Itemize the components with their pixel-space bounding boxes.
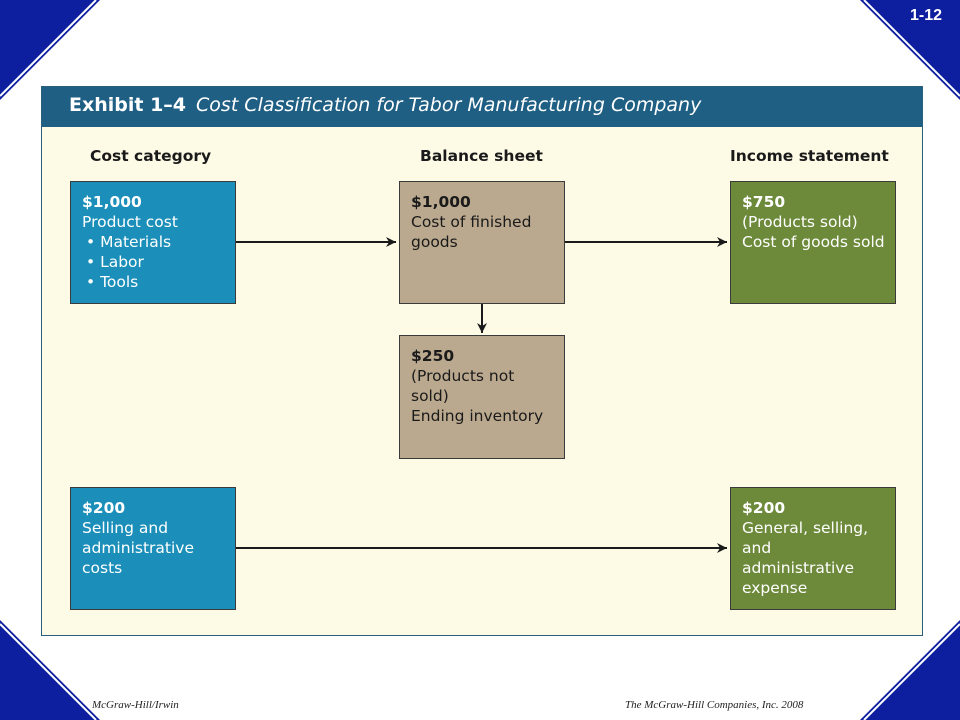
exhibit-header: Exhibit 1–4 Cost Classification for Tabor…: [42, 87, 922, 127]
selling-admin-expense-line: General, selling,: [742, 519, 869, 537]
ending-inventory-line: Ending inventory: [411, 407, 544, 425]
finished-goods-line: goods: [411, 233, 458, 251]
product-cost-line: • Tools: [86, 273, 139, 291]
product-cost-line: • Labor: [86, 253, 144, 271]
box-selling-admin-expense: $200 General, selling, and administrativ…: [730, 487, 896, 610]
product-cost-line: • Materials: [86, 233, 172, 251]
corner-decoration-bottom-left: [0, 620, 100, 720]
selling-admin-expense-line: expense: [742, 579, 808, 597]
finished-goods-amount: $1,000: [411, 193, 471, 211]
box-ending-inventory: $250 (Products not sold) Ending inventor…: [399, 335, 565, 459]
box-finished-goods: $1,000 Cost of finished goods: [399, 181, 565, 304]
selling-admin-expense-line: and administrative: [742, 539, 854, 577]
selling-admin-costs-line: Selling and: [82, 519, 169, 537]
footer-copyright-right: The McGraw-Hill Companies, Inc. 2008: [625, 699, 804, 711]
selling-admin-costs-line: administrative: [82, 539, 194, 557]
selling-admin-expense-amount: $200: [742, 499, 786, 517]
corner-decoration-top-left: [0, 0, 100, 100]
box-selling-admin-costs: $200 Selling and administrative costs: [70, 487, 236, 610]
products-sold-line: Cost of goods sold: [742, 233, 885, 251]
slide-number: 1-12: [909, 7, 942, 24]
selling-admin-costs-line: costs: [82, 559, 123, 577]
column-header-income-statement: Income statement: [730, 147, 889, 165]
box-products-sold: $750 (Products sold) Cost of goods sold: [730, 181, 896, 304]
exhibit-panel: Exhibit 1–4 Cost Classification for Tabor…: [41, 86, 923, 636]
corner-decoration-bottom-right: [860, 620, 960, 720]
selling-admin-costs-amount: $200: [82, 499, 126, 517]
ending-inventory-line: (Products not sold): [411, 367, 515, 405]
ending-inventory-amount: $250: [411, 347, 455, 365]
product-cost-amount: $1,000: [82, 193, 142, 211]
footer-publisher-left: McGraw-Hill/Irwin: [92, 699, 179, 711]
column-header-cost-category: Cost category: [90, 147, 212, 165]
products-sold-amount: $750: [742, 193, 786, 211]
exhibit-title: Cost Classification for Tabor Manufactur…: [196, 94, 702, 116]
finished-goods-line: Cost of finished: [411, 213, 532, 231]
flow-arrows: [236, 237, 727, 553]
column-header-balance-sheet: Balance sheet: [420, 147, 543, 165]
box-product-cost: $1,000 Product cost • Materials • Labor …: [70, 181, 236, 304]
exhibit-number: Exhibit 1–4: [69, 94, 187, 116]
corner-decoration-top-right: [860, 0, 960, 100]
products-sold-line: (Products sold): [742, 213, 858, 231]
product-cost-line: Product cost: [82, 213, 178, 231]
